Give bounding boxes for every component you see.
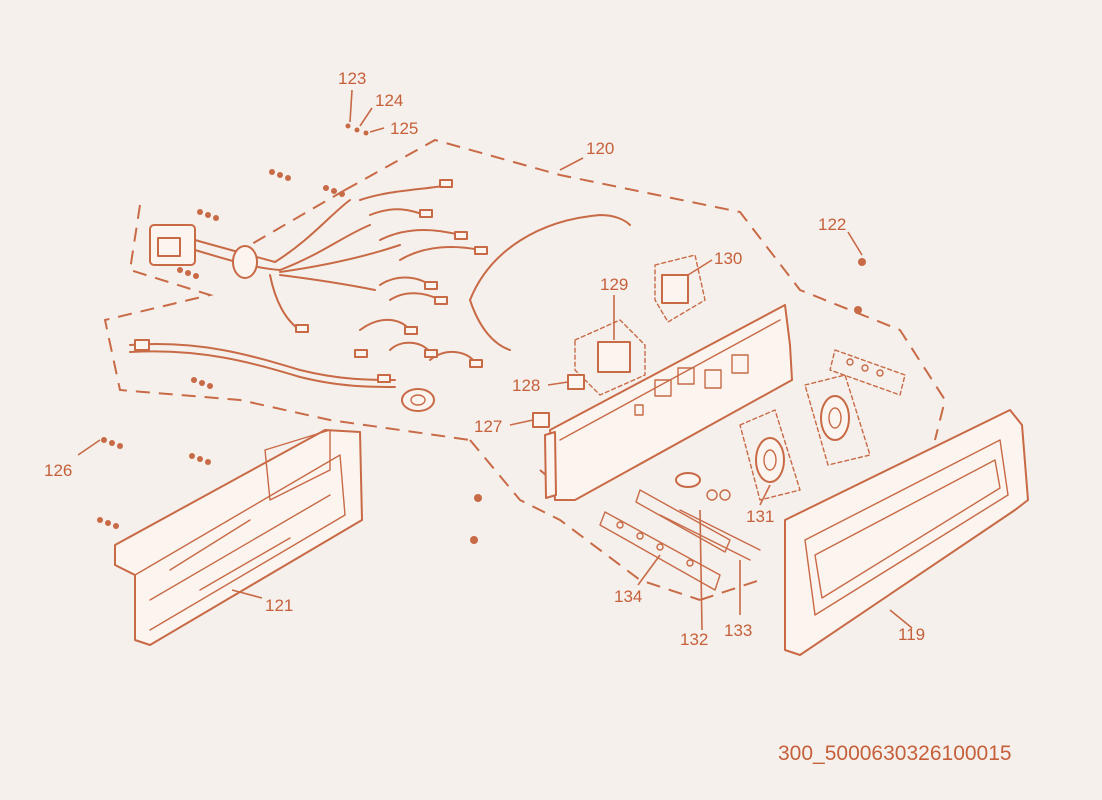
document-id: 300_5000630326100015 (778, 742, 1012, 765)
part-130-bracket (654, 254, 706, 323)
callout-133: 133 (724, 621, 752, 640)
part-127-switch (532, 412, 550, 428)
callout-120: 120 (586, 139, 614, 158)
wiring-harness (129, 179, 631, 412)
part-119-bezel (784, 409, 1029, 656)
callout-124: 124 (375, 91, 403, 110)
callout-134: 134 (614, 587, 642, 606)
part-132-133-breakers (635, 472, 761, 561)
callout-127: 127 (474, 417, 502, 436)
part-128-switch (567, 374, 585, 390)
callout-132: 132 (680, 630, 708, 649)
part-134-strip (599, 511, 721, 591)
fastener-dots (97, 123, 866, 544)
callout-labels: 123 124 125 120 122 130 129 128 127 126 … (44, 69, 925, 649)
callout-122: 122 (818, 215, 846, 234)
callout-129: 129 (600, 275, 628, 294)
callout-126: 126 (44, 461, 72, 480)
callout-123: 123 (338, 69, 366, 88)
callout-128: 128 (512, 376, 540, 395)
callout-125: 125 (390, 119, 418, 138)
part-131-receptacles (739, 349, 906, 501)
callout-131: 131 (746, 507, 774, 526)
control-panel-plate (544, 304, 793, 501)
leader-lines (77, 89, 913, 631)
part-121-tray (114, 429, 363, 646)
part-129-bracket (574, 319, 646, 396)
callout-130: 130 (714, 249, 742, 268)
callout-121: 121 (265, 596, 293, 615)
callout-119: 119 (898, 625, 925, 644)
